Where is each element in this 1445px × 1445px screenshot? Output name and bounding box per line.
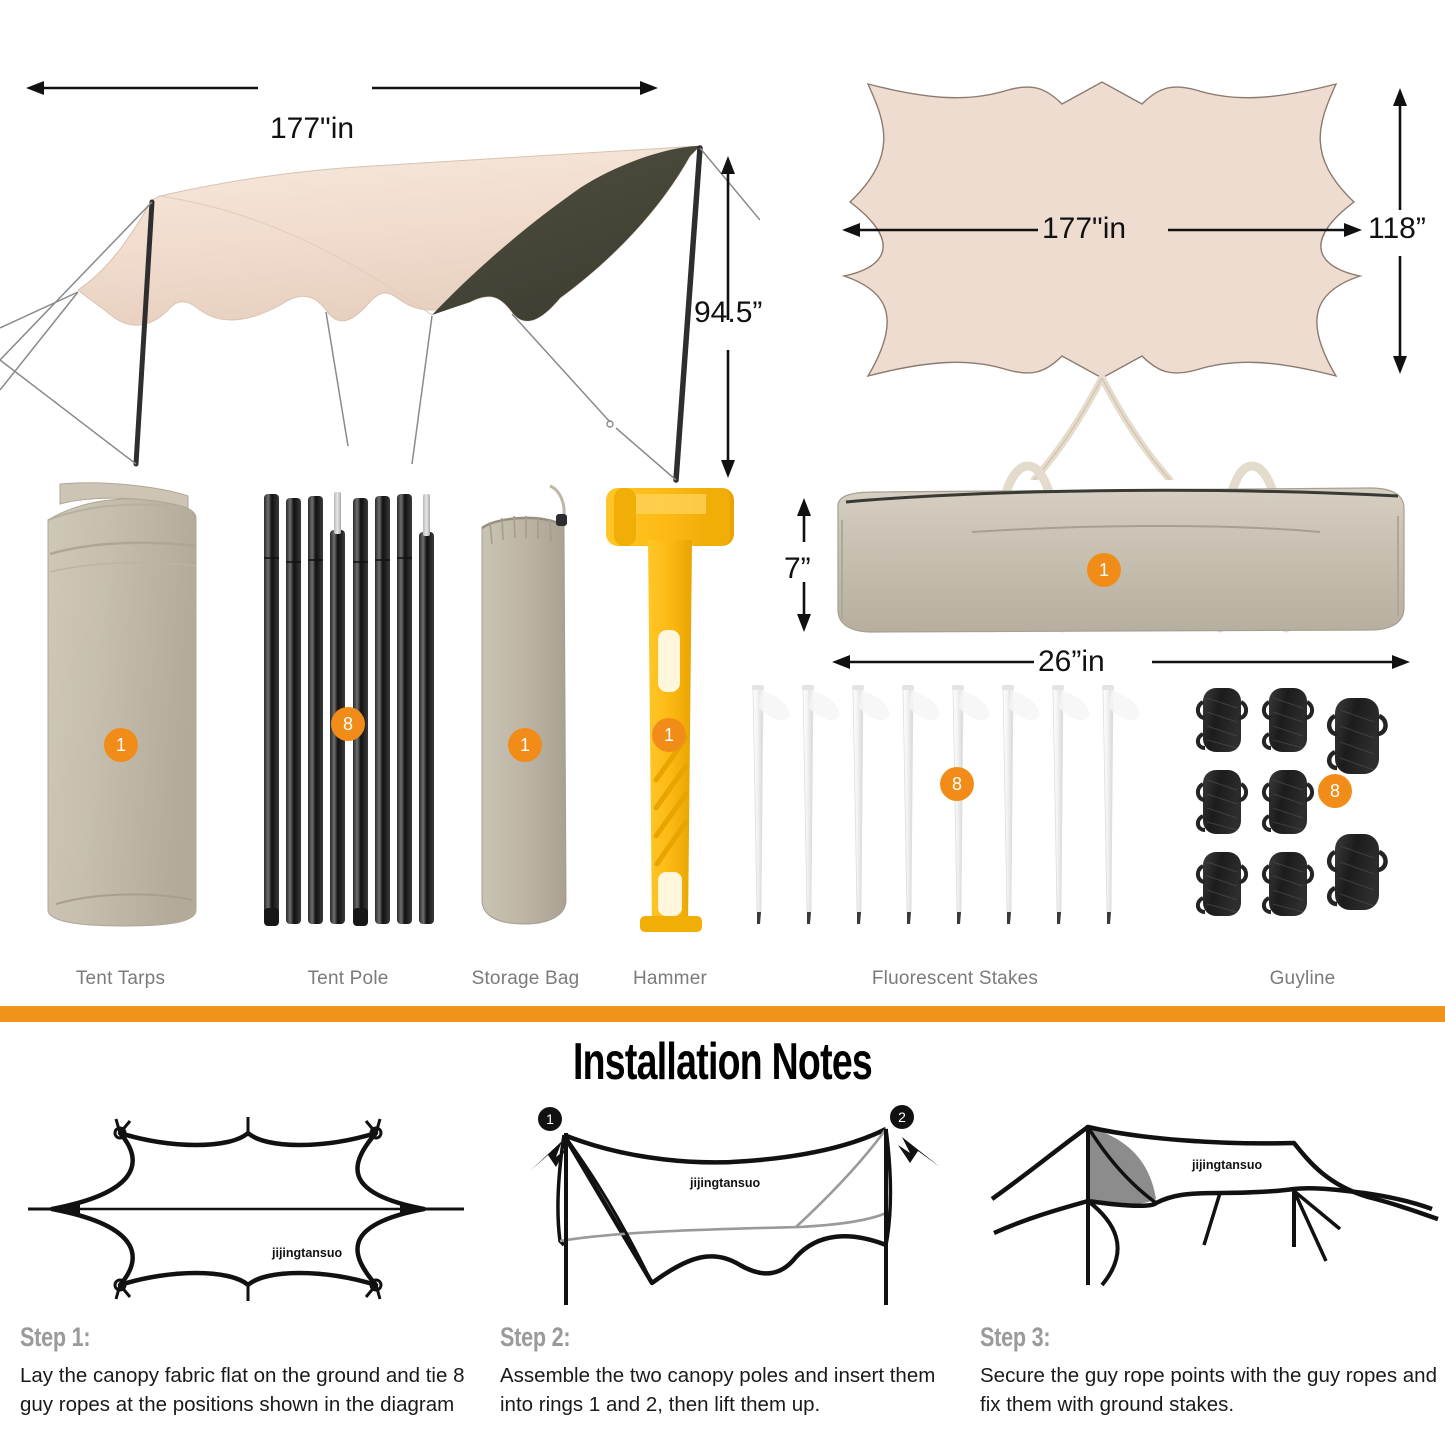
bag-zipper [845, 488, 1399, 504]
guy-lines [0, 147, 761, 481]
step-2-marker-2-bg [890, 1105, 914, 1129]
label-fluorescent-stakes: Fluorescent Stakes [871, 968, 1039, 989]
step-2-body: Assemble the two canopy poles and insert… [500, 1364, 936, 1417]
step-3-body: Secure the guy rope points with the guy … [980, 1364, 1437, 1417]
carry-bag-illustration: 1 7” 26”in [780, 460, 1445, 690]
pole-joints [264, 557, 412, 563]
cord-lock [556, 514, 567, 526]
badge-stakes-qty: 8 [940, 767, 974, 801]
bag-body [837, 487, 1405, 633]
storage-sack-svg [481, 484, 567, 925]
pole-left [133, 199, 155, 467]
step-2-front-edge [562, 1133, 887, 1286]
pitched-height-label: 94.5” [694, 296, 763, 329]
step-2-figure: 1 2 jijingtansuo [500, 1105, 970, 1310]
carry-bag-svg [797, 461, 1410, 669]
step-3-guy-ropes [1202, 1189, 1342, 1262]
label-hammer: Hammer [632, 968, 708, 989]
sack-body [481, 517, 567, 925]
step-2-ridge [563, 1126, 888, 1165]
step-3: jijingtansuo Step 3: Secure the guy rope… [980, 1105, 1445, 1419]
folded-tarp-svg [47, 482, 197, 927]
step-1: jijingtansuo Step 1: Lay the canopy fabr… [20, 1105, 490, 1419]
pitched-tarp-illustration: 177"in 94.5” [0, 60, 763, 490]
label-guyline: Guyline [1269, 968, 1336, 989]
label-tent-tarps: Tent Tarps [75, 968, 166, 989]
step-3-diagram: jijingtansuo [990, 1124, 1439, 1287]
step-1-diagram: jijingtansuo [28, 1117, 464, 1301]
step-1-figure: jijingtansuo [20, 1105, 490, 1310]
flat-width-label: 177"in [1042, 212, 1127, 245]
step-2-back-hem [559, 1211, 887, 1243]
part-tent-pole: 8 Tent Pole [258, 480, 438, 990]
pitched-tarp-svg [0, 81, 761, 483]
specifications-section: 177"in 94.5” [0, 60, 1445, 990]
section-divider [0, 1006, 1445, 1022]
badge-tent-pole-qty: 8 [331, 707, 365, 741]
part-hammer: 1 Hammer [600, 480, 740, 990]
pitched-width-label: 177"in [270, 112, 355, 145]
pole-group [264, 492, 434, 924]
part-fluorescent-stakes: 8 Fluorescent Stakes [745, 680, 1165, 990]
step-2-arrows [530, 1137, 940, 1171]
badge-guyline-qty: 8 [1318, 774, 1352, 808]
step-3-figure: jijingtansuo [980, 1105, 1445, 1310]
parts-list: 1 Tent Tarps [0, 480, 1445, 990]
hammer-butt [640, 916, 702, 932]
hammer-hook-slot [658, 630, 680, 692]
flat-tarp-svg [841, 81, 1407, 484]
step-2-marker-2-label: 2 [898, 1109, 906, 1125]
step-2-watermark: jijingtansuo [689, 1176, 761, 1190]
pole-ferrules [264, 908, 368, 926]
tarp-fold-body [47, 498, 197, 927]
hammer-bottom-slot [658, 872, 682, 916]
tarp-top-flap [59, 482, 189, 509]
step-1-heading: Step 1: [20, 1322, 91, 1352]
flat-height-label: 118” [1368, 212, 1426, 245]
step-2-heading: Step 2: [500, 1322, 571, 1352]
step-3-top-edge [990, 1124, 1439, 1222]
step-3-heading: Step 3: [980, 1322, 1051, 1352]
hammer-svg [606, 488, 734, 932]
part-guyline: 8 Guyline [1195, 680, 1410, 990]
canopy-dark-panel [432, 146, 700, 321]
flat-tarp-shape [841, 81, 1363, 379]
guylines-svg [1196, 688, 1388, 916]
rope-coil-group [1196, 688, 1388, 916]
sack-gathers [489, 515, 552, 545]
tent-poles-svg [264, 492, 434, 926]
badge-storage-bag-qty: 1 [508, 728, 542, 762]
step-2-marker-1-label: 1 [546, 1111, 554, 1127]
step-2-diagram: 1 2 jijingtansuo [530, 1105, 940, 1305]
part-tent-tarps: 1 Tent Tarps [38, 480, 203, 990]
stake-group [752, 685, 1140, 924]
step-1-watermark: jijingtansuo [271, 1246, 343, 1260]
label-storage-bag: Storage Bag [471, 968, 580, 989]
bag-width-label: 26”in [1038, 645, 1105, 678]
stakes-svg [752, 685, 1140, 924]
step-1-body: Lay the canopy fabric flat on the ground… [20, 1364, 465, 1417]
step-1-guy-points [28, 1117, 464, 1301]
badge-hammer-qty: 1 [652, 718, 686, 752]
step-2-marker-1-bg [538, 1107, 562, 1131]
flat-tarp-illustration: 177"in 118” [780, 60, 1445, 484]
installation-notes-title: Installation Notes [572, 1033, 873, 1091]
step-3-shaded-panel [1088, 1127, 1156, 1205]
label-tent-pole: Tent Pole [307, 968, 389, 989]
bag-height-label: 7” [784, 552, 811, 585]
badge-tent-tarps-qty: 1 [104, 728, 138, 762]
pole-right [673, 145, 703, 483]
part-storage-bag: 1 Storage Bag [468, 480, 583, 990]
bag-seam [971, 525, 1321, 533]
step-3-watermark: jijingtansuo [1191, 1158, 1263, 1172]
step-2: 1 2 jijingtansuo Step 2: Assemble the tw… [500, 1105, 970, 1419]
badge-bag-qty: 1 [1087, 553, 1121, 587]
